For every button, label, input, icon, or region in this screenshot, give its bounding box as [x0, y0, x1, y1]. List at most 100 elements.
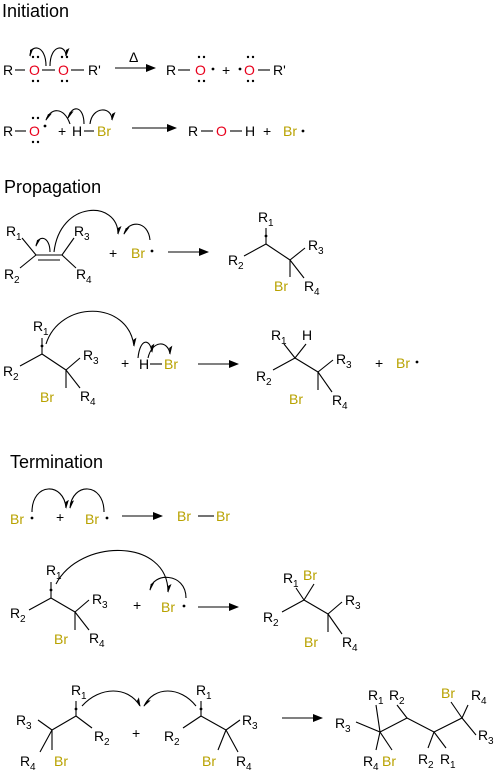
subscript: 3 [488, 736, 494, 747]
atom-bromine: Br [396, 355, 410, 371]
atom-bromine: Br [382, 753, 396, 769]
subscript: 2 [273, 618, 279, 629]
subscript: 2 [238, 261, 244, 272]
atom-oxygen: O [29, 62, 40, 78]
atom-bromine: Br [274, 278, 288, 294]
atom-bromine: Br [303, 567, 317, 583]
subscript: 1 [293, 579, 299, 590]
subscript: 4 [342, 401, 348, 412]
atom-r-prime: R' [88, 62, 101, 78]
atom-oxygen: O [58, 62, 69, 78]
substituent-r4: R [342, 634, 352, 650]
fishhook-arrow [35, 237, 51, 253]
initiation-step-2: R O + H Br R O H + Br [3, 108, 305, 144]
substituent-r3: R [336, 351, 346, 367]
substituent-r1: R [271, 327, 281, 343]
fishhook-arrow [45, 110, 71, 125]
fishhook-arrow [31, 488, 69, 513]
substituent-r3: R [335, 715, 345, 731]
subscript: 2 [104, 737, 110, 748]
subscript: 1 [43, 327, 49, 338]
atom-r: R [3, 123, 13, 139]
substituent-r4: R [332, 392, 342, 408]
subscript: 1 [281, 336, 287, 347]
plus-sign: + [132, 725, 140, 741]
initiation-step-1: R O O R' Δ R O + O R' [3, 47, 286, 83]
subscript: 2 [174, 737, 180, 748]
atom-r: R [3, 62, 13, 78]
substituent-r2: R [389, 687, 399, 703]
substituent-r4: R [471, 687, 481, 703]
subscript: 3 [318, 246, 324, 257]
fishhook-arrow [147, 343, 173, 359]
subscript: 1 [378, 696, 384, 707]
atom-hydrogen: H [72, 123, 82, 139]
subscript: 2 [266, 377, 272, 388]
carbon-backbone [355, 717, 477, 736]
substituent-r3: R [242, 712, 252, 728]
substituent-r2: R [256, 368, 266, 384]
substituent-r1: R [283, 570, 293, 586]
substituent-r2: R [164, 728, 174, 744]
substituent-r3: R [92, 591, 102, 607]
plus-sign: + [263, 123, 271, 139]
atom-bromine: Br [54, 753, 68, 769]
substituent-r2: R [4, 266, 14, 282]
atom-hydrogen: H [139, 356, 149, 372]
fishhook-arrow [69, 488, 105, 513]
subscript: 3 [102, 600, 108, 611]
atom-r-prime: R' [273, 62, 286, 78]
subscript: 1 [16, 232, 22, 243]
subscript: 4 [481, 696, 487, 707]
subscript: 1 [450, 760, 456, 771]
subscript: 4 [90, 397, 96, 408]
subscript: 3 [346, 360, 352, 371]
substituent-r3: R [345, 592, 355, 608]
heat-symbol: Δ [129, 49, 138, 65]
substituent-r3: R [16, 712, 26, 728]
atom-r: R [166, 62, 176, 78]
substituent-r4: R [363, 753, 373, 769]
atom-hydrogen: H [245, 123, 255, 139]
substituent-r1: R [196, 682, 206, 698]
atom-bromine: Br [161, 599, 175, 615]
subscript: 3 [84, 232, 90, 243]
substituent-r1: R [46, 562, 56, 578]
atom-bromine: Br [289, 391, 303, 407]
atom-oxygen: O [195, 62, 206, 78]
subscript: 1 [81, 691, 87, 702]
fishhook-arrow [55, 549, 172, 593]
substituent-r4: R [80, 388, 90, 404]
termination-step-1: Br + Br Br Br [10, 488, 230, 527]
atom-bromine: Br [40, 389, 54, 405]
plus-sign: + [58, 123, 66, 139]
substituent-r3: R [478, 727, 488, 743]
substituent-r2: R [94, 728, 104, 744]
subscript: 2 [14, 275, 20, 286]
fishhook-arrow [149, 576, 187, 599]
subscript: 1 [268, 218, 274, 229]
plus-sign: + [121, 355, 129, 371]
substituent-r1: R [33, 318, 43, 334]
heading-initiation: Initiation [2, 1, 69, 21]
subscript: 3 [26, 721, 32, 732]
substituent-r2: R [228, 252, 238, 268]
plus-sign: + [222, 62, 230, 78]
atom-bromine: Br [283, 123, 297, 139]
substituent-r4: R [304, 278, 314, 294]
subscript: 3 [345, 724, 351, 735]
atom-oxygen: O [29, 123, 40, 139]
atom-bromine: Br [304, 634, 318, 650]
substituent-r3: R [83, 347, 93, 363]
heading-propagation: Propagation [4, 177, 101, 197]
fishhook-arrow [53, 209, 122, 253]
plus-sign: + [109, 245, 117, 261]
fishhook-arrow [49, 47, 70, 67]
atom-r: R [188, 123, 198, 139]
subscript: 1 [56, 571, 62, 582]
subscript: 4 [373, 762, 379, 773]
substituent-r4: R [236, 753, 246, 769]
